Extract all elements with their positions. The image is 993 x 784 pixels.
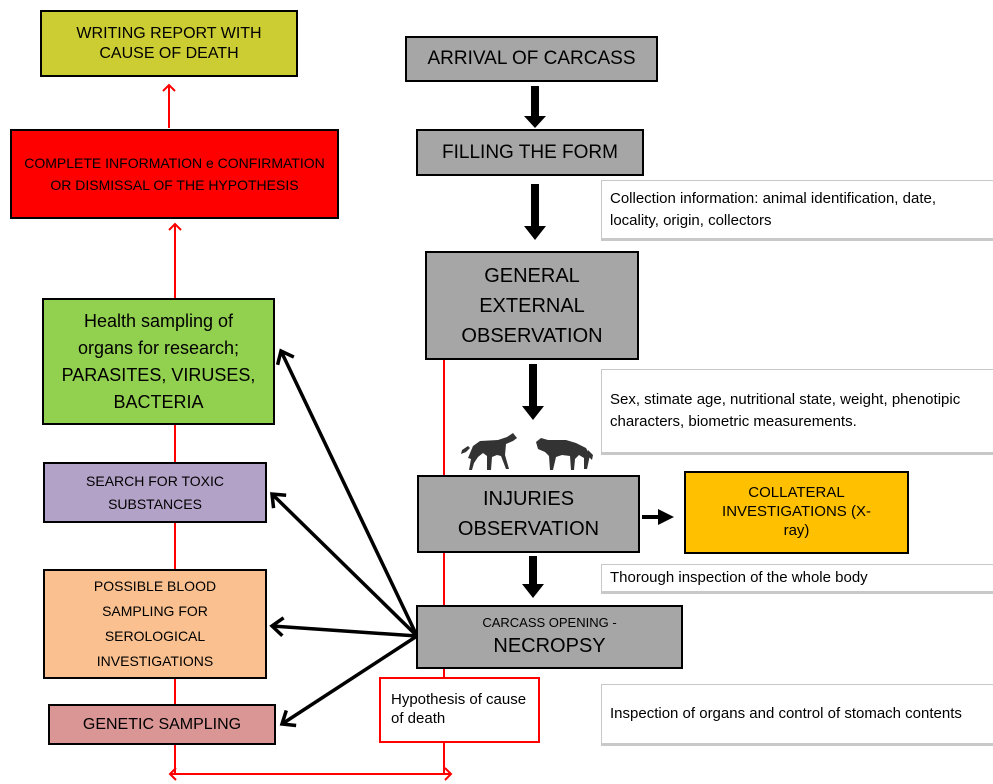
sex-age-note: Sex, stimate age, nutritional state, wei… xyxy=(601,369,993,455)
necropsy-big-label: NECROPSY xyxy=(493,634,606,657)
writing-report-label: WRITING REPORT WITH CAUSE OF DEATH xyxy=(76,24,262,62)
toxic-substances-label: SEARCH FOR TOXIC SUBSTANCES xyxy=(86,473,224,512)
blood-sampling-box: POSSIBLE BLOOD SAMPLING FOR SEROLOGICAL … xyxy=(43,569,267,679)
toxic-substances-box: SEARCH FOR TOXIC SUBSTANCES xyxy=(43,462,267,523)
blood-sampling-label: POSSIBLE BLOOD SAMPLING FOR SEROLOGICAL … xyxy=(93,577,217,670)
organ-inspection-note: Inspection of organs and control of stom… xyxy=(601,684,993,746)
necropsy-box: CARCASS OPENING - NECROPSY xyxy=(416,605,683,669)
writing-report-box: WRITING REPORT WITH CAUSE OF DEATH xyxy=(40,10,298,77)
filling-form-box: FILLING THE FORM xyxy=(416,129,644,176)
arrival-label: ARRIVAL OF CARCASS xyxy=(427,48,636,70)
injuries-label: INJURIES OBSERVATION xyxy=(457,488,600,540)
arrow-head-arrival xyxy=(524,116,546,128)
animal-silhouette-right-icon xyxy=(536,438,593,470)
thorough-inspection-note: Thorough inspection of the whole body xyxy=(601,564,993,594)
collection-info-note: Collection information: animal identific… xyxy=(601,180,993,241)
hypothesis-label: Hypothesis of cause of death xyxy=(391,691,527,727)
genetic-sampling-box: GENETIC SAMPLING xyxy=(48,704,276,745)
sex-age-text: Sex, stimate age, nutritional state, wei… xyxy=(610,391,961,430)
animal-silhouette-left-icon xyxy=(461,433,517,470)
arrow-head-collateral xyxy=(658,509,674,525)
collection-info-text: Collection information: animal identific… xyxy=(610,189,937,229)
arrow-head-injuries xyxy=(522,584,544,598)
complete-information-label: COMPLETE INFORMATION e CONFIRMATION OR D… xyxy=(24,154,325,193)
organ-inspection-text: Inspection of organs and control of stom… xyxy=(610,705,962,723)
arrow-necropsy-to-toxic xyxy=(270,492,419,638)
general-label: GENERAL EXTERNAL OBSERVATION xyxy=(461,264,603,347)
necropsy-small-label: CARCASS OPENING - xyxy=(482,615,617,631)
genetic-sampling-label: GENETIC SAMPLING xyxy=(82,715,242,733)
hypothesis-box: Hypothesis of cause of death xyxy=(379,677,540,743)
collateral-investigations-box: COLLATERAL INVESTIGATIONS (X-ray) xyxy=(684,471,909,554)
injuries-observation-box: INJURIES OBSERVATION xyxy=(417,475,640,553)
thorough-inspection-text: Thorough inspection of the whole body xyxy=(610,569,868,587)
arrival-box: ARRIVAL OF CARCASS xyxy=(405,36,658,82)
arrow-necropsy-to-genetic xyxy=(279,634,418,728)
filling-label: FILLING THE FORM xyxy=(442,141,618,163)
health-sampling-box: Health sampling of organs for research; … xyxy=(42,298,275,425)
arrow-necropsy-to-blood xyxy=(269,616,418,638)
complete-information-box: COMPLETE INFORMATION e CONFIRMATION OR D… xyxy=(10,129,339,219)
arrow-necropsy-to-health xyxy=(275,348,419,637)
general-observation-box: GENERAL EXTERNAL OBSERVATION xyxy=(425,251,639,360)
collateral-label: COLLATERAL INVESTIGATIONS (X-ray) xyxy=(722,484,871,539)
arrow-head-filling xyxy=(524,226,546,240)
arrow-head-general xyxy=(522,406,544,420)
health-sampling-label: Health sampling of organs for research; … xyxy=(61,310,256,412)
